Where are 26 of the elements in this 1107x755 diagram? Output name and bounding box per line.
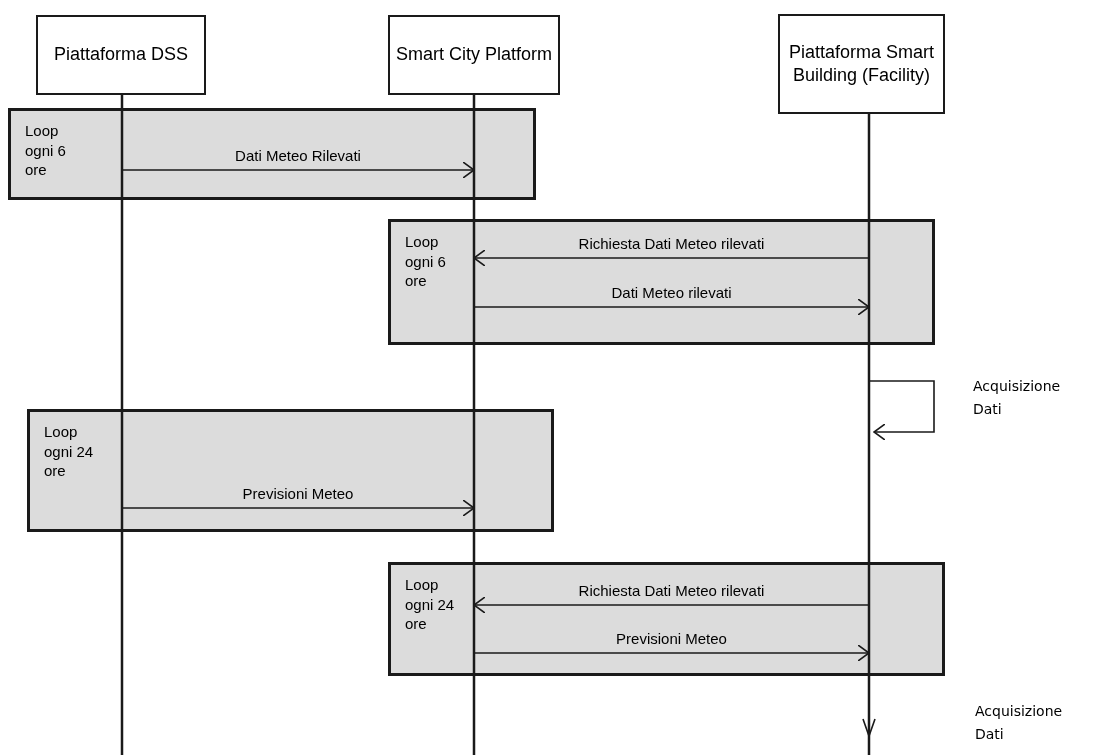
edge-label: Dati Meteo Rilevati — [235, 148, 361, 163]
participant-label: Piattaforma Smart Building (Facility) — [787, 40, 935, 87]
self-message-arrow — [869, 380, 935, 441]
participant-box — [36, 15, 206, 95]
message-arrow — [122, 161, 475, 179]
loop-label: Loop ogni 6 ore — [25, 121, 67, 180]
participant-label: Smart City Platform — [396, 43, 552, 67]
loop-label: Loop ogni 24 ore — [44, 422, 95, 481]
edge-label: Richiesta Dati Meteo rilevati — [578, 583, 765, 598]
participant-box — [778, 14, 945, 114]
edge-label: Acquisizione Dati — [973, 377, 1062, 420]
edge-label: Previsioni Meteo — [616, 631, 727, 646]
loop-label: Loop ogni 24 ore — [405, 575, 456, 634]
participant-label: Piattaforma DSS — [53, 43, 189, 67]
loop-label: Loop ogni 6 ore — [405, 232, 447, 291]
note-label: Acquisizione Dati — [975, 702, 1064, 745]
lifeline — [862, 114, 876, 755]
participant-box — [388, 15, 560, 95]
edge-label: Dati Meteo rilevati — [611, 285, 732, 300]
message-arrow — [474, 644, 870, 662]
edge-label: Richiesta Dati Meteo rilevati — [578, 236, 765, 251]
message-arrow — [473, 249, 869, 267]
message-arrow — [473, 596, 869, 614]
message-arrow — [474, 298, 870, 316]
message-arrow — [122, 499, 475, 517]
edge-label: Previsioni Meteo — [242, 486, 354, 501]
